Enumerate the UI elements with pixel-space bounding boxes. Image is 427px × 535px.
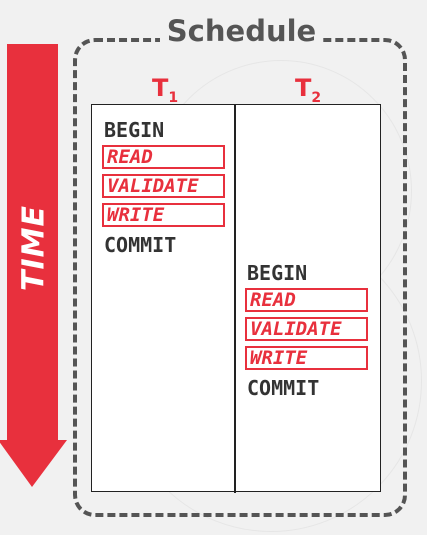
time-arrow-shape [0,44,67,487]
txn-subscript: 2 [311,90,322,106]
t2-read: READ [245,288,368,312]
t1-commit: COMMIT [104,233,177,257]
schedule-title: Schedule [160,14,323,48]
t2-commit: COMMIT [247,376,320,400]
t1-write: WRITE [102,203,225,227]
t2-validate: VALIDATE [245,317,368,341]
txn-name: T [152,74,169,102]
txn-subscript: 1 [168,90,179,106]
t2-begin: BEGIN [247,261,308,285]
t2-write: WRITE [245,346,368,370]
column-divider [234,104,236,493]
txn-header-t2: T2 [295,74,321,106]
time-arrow [0,44,67,487]
t1-read: READ [102,145,225,169]
t1-begin: BEGIN [104,118,165,142]
txn-name: T [295,74,312,102]
t1-validate: VALIDATE [102,174,225,198]
txn-header-t1: T1 [152,74,178,106]
time-label: TIME [16,205,52,291]
